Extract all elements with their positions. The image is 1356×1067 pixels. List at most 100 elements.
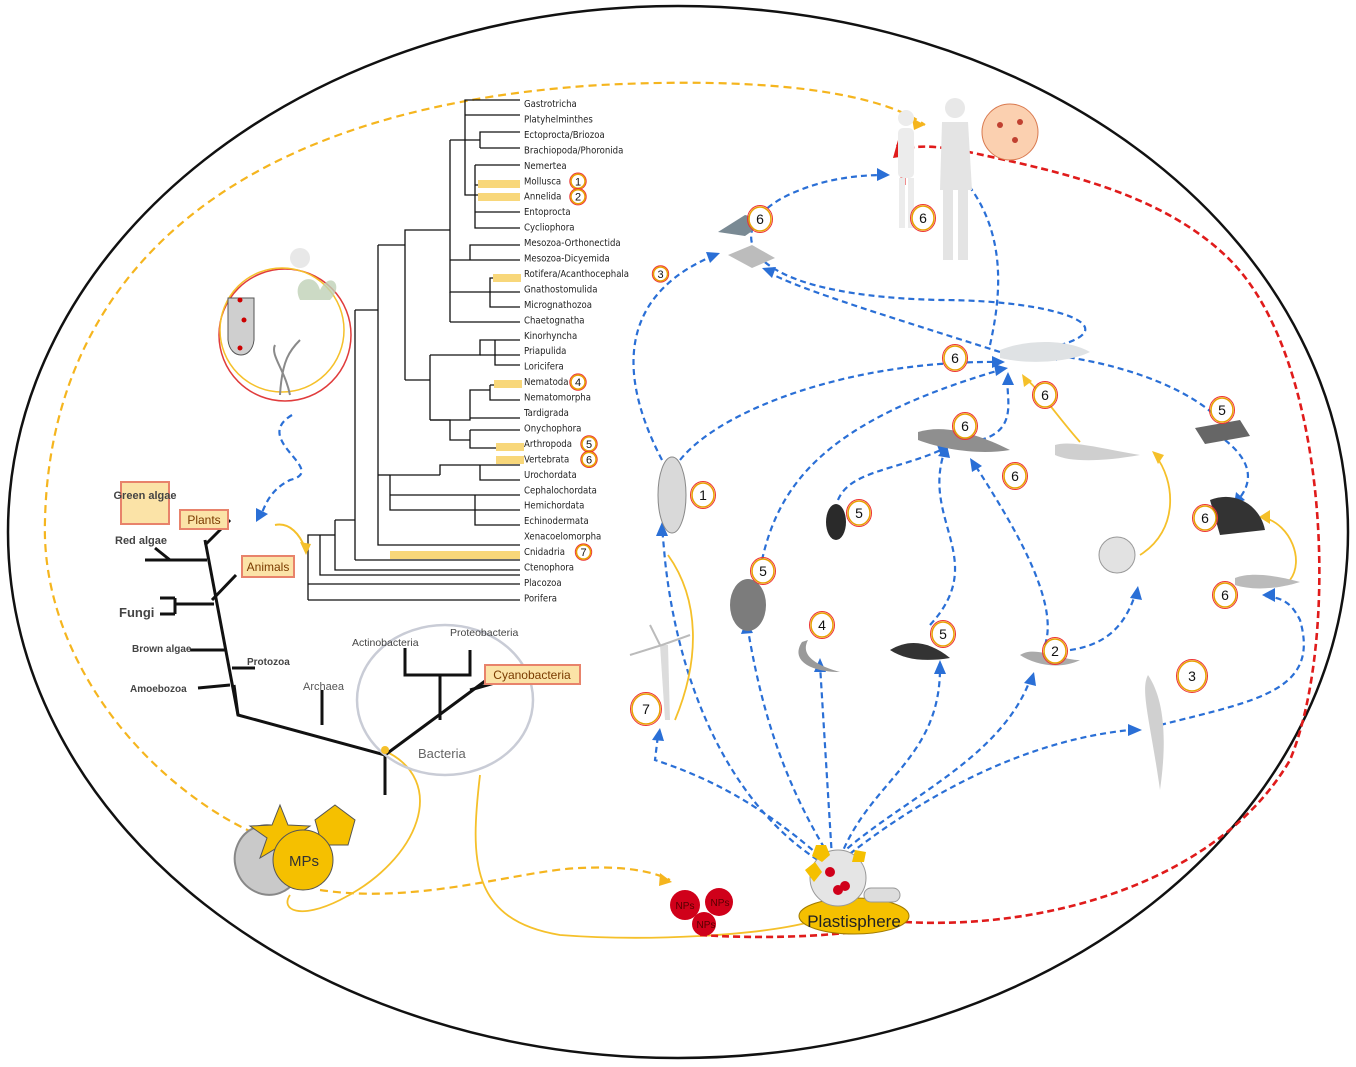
phylum-label: Rotifera/Acanthocephala — [524, 269, 629, 280]
phylum-label: Priapulida — [524, 346, 566, 357]
plant-root-illustration — [218, 248, 352, 402]
organism-number-badge: 4 — [809, 611, 835, 639]
organism-number-badge: 5 — [750, 557, 776, 585]
organisms — [629, 98, 1300, 790]
svg-text:3: 3 — [657, 269, 663, 281]
phylum-number-badge: 4 — [569, 373, 587, 391]
phylum-label: Gnathostomulida — [524, 284, 597, 295]
svg-text:1: 1 — [699, 487, 707, 503]
plants-box — [179, 509, 229, 530]
frog-icon — [1210, 496, 1265, 535]
phylum-label: Ctenophora — [524, 563, 574, 574]
tadpole-icon — [1235, 574, 1300, 589]
organism-number-badge: 6 — [1002, 462, 1028, 490]
bacteria-label: Bacteria — [418, 746, 466, 761]
phylum-label: Nematoda — [524, 377, 568, 388]
fungi-label: Fungi — [119, 605, 154, 620]
organism-number-badge: 3 — [1176, 659, 1208, 693]
phylum-label: Ectoprocta/Briozoa — [524, 130, 605, 141]
phylum-label: Mesozoa-Dicyemida — [524, 254, 610, 265]
phylum-number-badge: 5 — [580, 435, 598, 453]
microplastics-cluster: MPs — [233, 803, 356, 896]
phylum-label: Xenacoelomorpha — [524, 532, 601, 543]
svg-text:6: 6 — [1201, 510, 1209, 526]
amphipod-icon — [890, 643, 950, 660]
svg-text:7: 7 — [580, 547, 586, 559]
svg-text:3: 3 — [1188, 668, 1196, 684]
phylum-label: Cephalochordata — [524, 485, 597, 496]
fish-icon — [1000, 341, 1090, 362]
archaea-label: Archaea — [303, 681, 345, 693]
axolotl-icon — [918, 429, 1010, 452]
svg-text:NPs: NPs — [697, 920, 716, 931]
ecosystem-ellipse — [6, 4, 1350, 1060]
phylum-label: Onychophora — [524, 423, 581, 434]
phylum-label: Cnidadria — [524, 547, 565, 558]
mps-label: MPs — [289, 853, 319, 870]
animals-box — [241, 555, 295, 578]
svg-text:6: 6 — [1041, 387, 1049, 403]
hydra-icon — [660, 645, 670, 720]
svg-text:2: 2 — [575, 192, 581, 204]
fish-larva-icon — [1055, 443, 1140, 461]
organism-number-badge: 6 — [952, 412, 978, 440]
phylum-label: Entoprocta — [524, 207, 571, 218]
green-algae-box — [120, 481, 170, 525]
mollusc-icon — [657, 456, 687, 534]
organism-number-badge: 6 — [1212, 581, 1238, 609]
beetle-icon — [826, 504, 846, 540]
organism-number-badge: 5 — [1209, 396, 1235, 424]
blue-trophic-arrows — [256, 168, 1305, 871]
phylum-label: Vertebrata — [524, 454, 569, 465]
phylum-label: Kinorhyncha — [524, 331, 577, 342]
amoebozoa-label: Amoebozoa — [130, 684, 187, 695]
organism-number-badge: 6 — [1032, 381, 1058, 409]
metazoan-phylogeny — [307, 99, 520, 601]
phylum-label: Tardigrada — [523, 408, 569, 419]
human-figures-icon — [898, 98, 1039, 260]
egg-icon — [1098, 536, 1136, 574]
phylum-badges: 1 2 3 4 56 7 — [569, 172, 670, 561]
plastisphere-human-red-arrow — [904, 148, 1321, 925]
phylum-label: Gastrotricha — [524, 99, 577, 110]
phylum-label: Urochordata — [524, 470, 577, 481]
phylum-label: Nematomorpha — [524, 393, 591, 404]
svg-text:5: 5 — [759, 563, 767, 579]
plants-label: Plants — [187, 513, 220, 527]
red-algae-label: Red algae — [115, 535, 167, 547]
svg-text:6: 6 — [1221, 587, 1229, 603]
rotifer-icon — [1145, 675, 1164, 790]
phylum-label: Echinodermata — [524, 516, 589, 527]
organism-number-badge: 5 — [930, 620, 956, 648]
phylum-number-badge: 1 — [569, 172, 587, 190]
svg-text:6: 6 — [919, 210, 927, 226]
brown-algae-label: Brown algae — [132, 644, 192, 655]
svg-text:5: 5 — [939, 626, 947, 642]
protozoa-label: Protozoa — [247, 657, 290, 668]
svg-text:6: 6 — [586, 454, 592, 466]
phylum-label: Nemertea — [524, 161, 567, 172]
nanoplastics-cluster: NPs NPs NPs — [670, 888, 733, 936]
organism-number-badge: 6 — [942, 344, 968, 372]
svg-text:1: 1 — [575, 176, 581, 188]
nematode-icon — [798, 640, 840, 672]
svg-text:2: 2 — [1051, 643, 1059, 659]
phylum-label: Placozoa — [524, 578, 562, 589]
phylum-label: Micrognathozoa — [524, 300, 592, 311]
phylum-label: Loricifera — [524, 362, 564, 373]
green-algae-label: Green algae — [114, 490, 177, 502]
svg-text:6: 6 — [951, 350, 959, 366]
phyla-labels: GastrotrichaPlatyhelminthesEctoprocta/Br… — [523, 99, 629, 604]
bacteria-ellipse — [355, 623, 535, 777]
organism-number-badge: 6 — [1192, 504, 1218, 532]
animals-label: Animals — [247, 560, 290, 574]
mps-to-human-arrow — [43, 81, 926, 840]
svg-text:7: 7 — [642, 701, 650, 717]
phylum-label: Annelida — [524, 192, 561, 203]
organism-number-badge: 7 — [630, 692, 662, 726]
svg-text:6: 6 — [756, 211, 764, 227]
svg-text:5: 5 — [855, 505, 863, 521]
svg-text:NPs: NPs — [676, 901, 695, 912]
